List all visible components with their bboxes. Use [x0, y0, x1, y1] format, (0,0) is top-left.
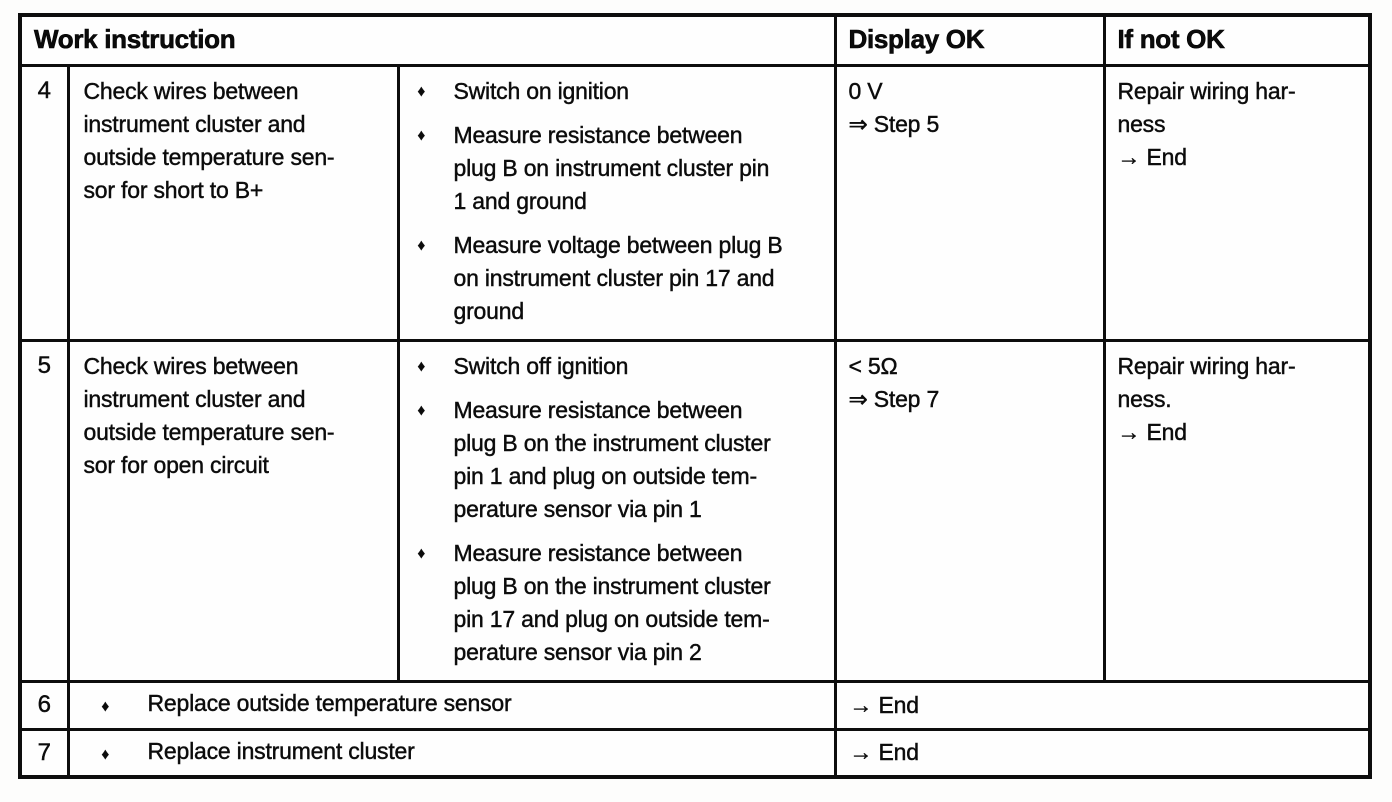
table-row-step-4: 4 Check wires between instrument cluster…	[18, 63, 1372, 342]
bullet-item: ♦ Measure resistance between plug B on i…	[416, 119, 830, 218]
work-instruction-table: Work instruction Display OK If not OK 4 …	[18, 13, 1372, 779]
action-text: Replace outside temperature sensor	[147, 690, 512, 716]
bullet-diamond-icon: ♦	[417, 126, 425, 144]
action-cell: ♦ Replace instrument cluster	[66, 727, 837, 779]
bullet-diamond-icon: ♦	[101, 698, 109, 715]
table-row-step-5: 5 Check wires between instrument cluster…	[18, 338, 1372, 683]
bullet-diamond-icon: ♦	[417, 401, 425, 419]
bullet-text: Switch on ignition	[453, 77, 629, 104]
bullet-item: ♦ Measure voltage between plug B on inst…	[416, 229, 830, 328]
action-cell: ♦ Replace outside temperature sensor	[66, 679, 837, 731]
bullet-diamond-icon: ♦	[417, 236, 425, 254]
table-row-step-7: 7 ♦ Replace instrument cluster → End	[18, 727, 1372, 779]
header-work-instruction: Work instruction	[18, 13, 837, 67]
result-cell: → End	[833, 727, 1372, 779]
bullet-diamond-icon: ♦	[101, 745, 109, 763]
check-description: Check wires between instrument cluster a…	[66, 63, 400, 342]
table-header-row: Work instruction Display OK If not OK	[18, 13, 1372, 67]
step-number: 6	[18, 679, 70, 731]
work-steps-cell: ♦ Switch on ignition ♦ Measure resistanc…	[396, 63, 837, 342]
header-display-ok: Display OK	[833, 13, 1106, 67]
bullet-item: ♦ Measure resistance between plug B on t…	[416, 394, 830, 526]
table-row-step-6: 6 ♦ Replace outside temperature sensor →…	[18, 679, 1372, 731]
display-ok-cell: < 5Ω ⇒ Step 7	[833, 338, 1106, 683]
bullet-text: Switch off ignition	[453, 352, 629, 379]
header-if-not-ok: If not OK	[1102, 13, 1372, 67]
bullet-diamond-icon: ♦	[417, 357, 425, 375]
step-number: 5	[18, 338, 70, 683]
bullet-text: Measure resistance between plug B on the…	[453, 539, 771, 665]
if-not-ok-cell: Repair wiring har- ness. → End	[1102, 338, 1372, 683]
bullet-item: ♦ Replace outside temperature sensor	[100, 687, 833, 723]
check-description: Check wires between instrument cluster a…	[66, 338, 400, 683]
bullet-text: Measure voltage between plug B on instru…	[453, 231, 783, 324]
bullet-item: ♦ Replace instrument cluster	[100, 735, 833, 771]
bullet-diamond-icon: ♦	[417, 544, 425, 562]
if-not-ok-cell: Repair wiring har- ness → End	[1102, 63, 1372, 342]
bullet-diamond-icon: ♦	[417, 82, 425, 100]
bullet-item: ♦ Switch off ignition	[416, 350, 830, 383]
bullet-text: Measure resistance between plug B on ins…	[453, 121, 770, 214]
bullet-item: ♦ Measure resistance between plug B on t…	[416, 537, 830, 669]
result-cell: → End	[833, 679, 1372, 731]
display-ok-cell: 0 V ⇒ Step 5	[833, 63, 1106, 342]
action-text: Replace instrument cluster	[147, 737, 415, 764]
bullet-text: Measure resistance between plug B on the…	[453, 396, 771, 522]
step-number: 7	[18, 727, 70, 779]
work-steps-cell: ♦ Switch off ignition ♦ Measure resistan…	[396, 338, 837, 683]
step-number: 4	[18, 63, 70, 342]
bullet-item: ♦ Switch on ignition	[416, 75, 830, 108]
